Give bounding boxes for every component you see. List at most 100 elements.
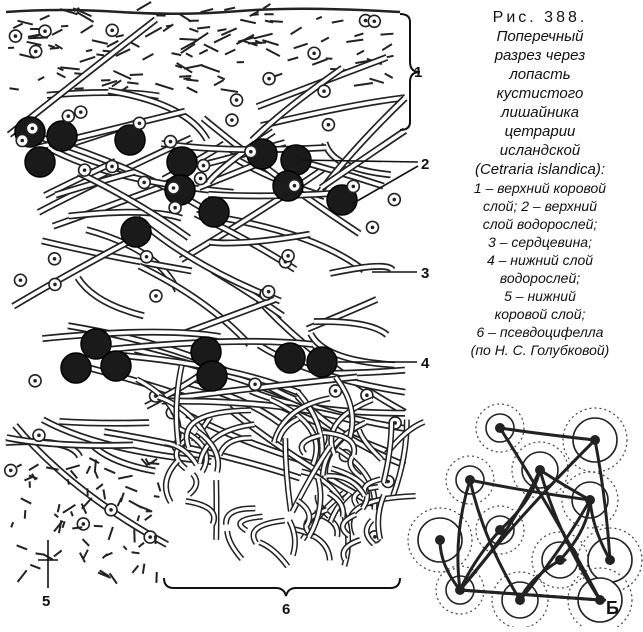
label-3: 3	[421, 265, 429, 282]
cortex-dash	[38, 77, 44, 80]
lower-cortex-dash	[66, 465, 80, 469]
title-line: лишайника	[440, 103, 640, 122]
lower-cortex-dash	[18, 570, 27, 582]
hyphal-cell-nucleus	[267, 290, 271, 294]
cortex-dash	[199, 50, 207, 54]
cortex-dash	[184, 65, 203, 69]
lower-cortex-dash	[24, 477, 32, 480]
cortex-dash	[40, 15, 50, 19]
hyphal-cell-nucleus	[235, 98, 239, 102]
hyphal-cell-nucleus	[142, 181, 146, 185]
hyphal-cell-nucleus	[19, 278, 23, 282]
legend-line: водорослей;	[440, 269, 640, 287]
cortex-dash	[291, 27, 302, 34]
cortex-dash	[316, 17, 322, 19]
cortex-dash	[81, 25, 93, 33]
cortex-dash	[346, 40, 363, 42]
cortex-dash	[137, 2, 151, 10]
alga-cell	[101, 351, 131, 381]
legend-line: 6 – псевдоцифелла	[440, 323, 640, 341]
lower-cortex-dash	[30, 565, 40, 569]
alga-cell	[47, 121, 77, 151]
lower-cortex-dash	[25, 510, 26, 519]
hyphal-cell-nucleus	[249, 150, 253, 154]
hyphal-cell-nucleus	[322, 89, 326, 93]
lower-cortex-dash	[155, 535, 156, 544]
alga-cell	[199, 197, 229, 227]
legend-line: 5 – нижний	[440, 287, 640, 305]
title-line: исландской	[440, 141, 640, 160]
cortex-dash	[9, 88, 18, 89]
cortex-dash	[74, 88, 83, 89]
hyphal-cell-nucleus	[327, 123, 331, 127]
cortex-dash	[381, 34, 394, 35]
cortex-dash	[382, 44, 392, 50]
lower-cortex-dash	[89, 458, 99, 463]
cortex-dash	[214, 80, 224, 85]
hyphal-cell-nucleus	[286, 254, 290, 258]
hyphal-cell-nucleus	[82, 522, 86, 526]
legend-line: 4 – нижний слой	[440, 251, 640, 269]
cortex-dash	[60, 67, 79, 69]
hyphal-cell-nucleus	[20, 139, 24, 143]
cortex-dash	[288, 57, 299, 60]
cortex-dash	[189, 29, 198, 32]
hyphal-cell-nucleus	[202, 164, 206, 168]
cortex-dash	[224, 8, 235, 10]
lower-cortex-dash	[96, 484, 103, 489]
lower-cortex-dash	[143, 564, 145, 574]
legend-line: 1 – верхний коровой	[440, 179, 640, 197]
lower-cortex-dash	[132, 565, 138, 572]
lower-cortex-dash	[158, 482, 161, 491]
cortex-dash	[143, 54, 154, 60]
alga-cell	[121, 217, 151, 247]
cortex-dash	[57, 73, 66, 77]
lower-cortex-dash	[87, 466, 91, 474]
legend-line: коровой слой;	[440, 305, 640, 323]
hyphal-cell-nucleus	[53, 257, 57, 261]
hyphal-cell-nucleus	[154, 294, 158, 298]
legend-line: слой водорослей;	[440, 215, 640, 233]
lower-cortex-dash	[54, 514, 58, 517]
hyphal-cell-nucleus	[199, 177, 203, 181]
hyphal-cell-nucleus	[138, 121, 142, 125]
hyphal-cell-nucleus	[172, 186, 176, 190]
hyphal-cell-nucleus	[53, 283, 57, 287]
label-2: 2	[421, 156, 429, 173]
hyphal-cell-nucleus	[31, 127, 35, 131]
lower-cortex-dash	[83, 550, 88, 559]
hyphal-cell-nucleus	[148, 535, 152, 539]
lower-cortex-dash	[145, 515, 152, 520]
title-line: Поперечный	[440, 27, 640, 46]
cortex-dash	[48, 45, 55, 47]
lower-cortex-dash	[139, 543, 144, 547]
hyphal-cell-nucleus	[364, 19, 368, 23]
hyphal-cell-nucleus	[83, 168, 87, 172]
lower-cortex-dash	[54, 521, 63, 532]
alga-cell	[307, 347, 337, 377]
cortex-dash	[254, 34, 273, 39]
lower-cortex-dash	[11, 522, 13, 527]
lower-cortex-dash	[109, 527, 113, 540]
hyphal-cell-nucleus	[145, 255, 149, 259]
cortex-dash	[266, 49, 280, 56]
cortex-dash	[155, 84, 173, 90]
panel-b-drawing	[408, 404, 642, 627]
cortex-dash	[217, 76, 224, 79]
cortex-dash	[172, 53, 182, 55]
lower-cortex-dash	[54, 550, 62, 556]
title-line: лопасть	[440, 65, 640, 84]
title-line: кустистого	[440, 84, 640, 103]
cortex-dash	[179, 76, 191, 77]
lower-cortex-dash	[29, 464, 39, 470]
lower-cortex-dash	[58, 504, 60, 512]
cortex-dash	[221, 89, 238, 92]
cortex-dash	[240, 20, 256, 23]
alga-cell	[25, 147, 55, 177]
leader-2a	[300, 160, 418, 162]
lower-cortex-dash	[123, 546, 126, 550]
hyphal-cell-nucleus	[14, 34, 18, 38]
hyphal-cell-nucleus	[173, 206, 177, 210]
lower-cortex-dash	[21, 498, 31, 503]
